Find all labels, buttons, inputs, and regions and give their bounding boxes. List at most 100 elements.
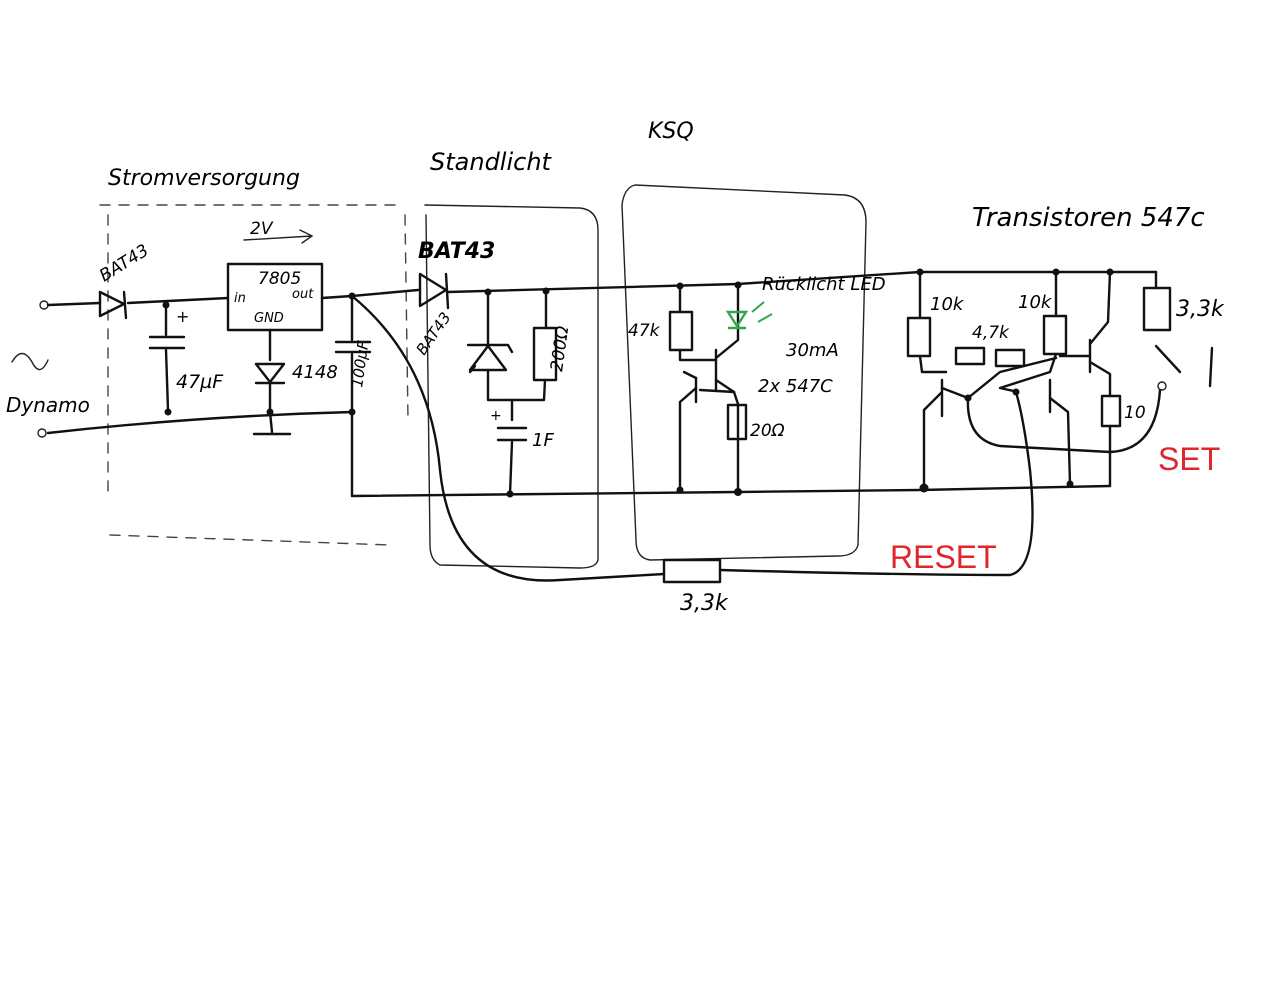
wire-ground-left <box>46 410 354 435</box>
wire-10k-left-bottom <box>918 354 948 374</box>
node-ff-right-ground <box>1066 480 1074 488</box>
diode-bat43-input <box>98 290 126 318</box>
cap1f-label: 1F <box>532 430 554 451</box>
node-ground-cap47 <box>164 408 172 416</box>
node-ground-4148 <box>266 408 274 416</box>
regulator-gnd-label: GND <box>254 311 284 326</box>
node-ground-cap100 <box>348 408 356 416</box>
res33k-top-label: 3,3k <box>1176 297 1225 322</box>
res20-label: 20Ω <box>750 421 785 441</box>
resistor-47k <box>668 310 694 352</box>
led-indicator <box>725 301 773 330</box>
wire-t2-to-t1 <box>698 388 736 394</box>
cap1f-plus: + <box>490 408 502 424</box>
ksq-box <box>621 184 867 561</box>
switch-terminal <box>1157 381 1167 391</box>
res47k-label: 47k <box>628 321 661 341</box>
transistor1-collector <box>714 284 740 360</box>
current-label: 30mA <box>786 340 839 361</box>
switch-contact <box>1208 346 1214 388</box>
res47k-b-label: 4,7k <box>972 323 1010 343</box>
wire-res200-bottom <box>510 378 547 402</box>
wire-main-top <box>446 282 740 294</box>
section-title-power: Stromversorgung <box>108 166 300 191</box>
section-title-transistors: Transistoren 547c <box>972 203 1205 233</box>
standlight-box <box>424 204 599 569</box>
bat43-input-label: BAT43 <box>96 241 152 287</box>
ff-transistor-right-emitter <box>1048 396 1072 486</box>
wire-res47k-bottom <box>678 348 718 362</box>
section-title-ksq: KSQ <box>648 119 694 144</box>
ff-transistor-left-emitter <box>922 390 944 490</box>
bat43-z-label: BAT43 <box>413 309 455 358</box>
regulator-part-label: 7805 <box>258 269 301 289</box>
output-transistor-emitter <box>1088 360 1112 398</box>
wire-cap47-bottom <box>164 348 170 412</box>
wire-to-regulator <box>126 296 230 305</box>
dynamo-input: Dynamo BAT43 <box>6 241 153 438</box>
cap47-plus: + <box>176 307 189 326</box>
ac-symbol <box>11 352 49 371</box>
wire-reg-out <box>320 294 354 300</box>
transistor2-emitter <box>678 386 698 492</box>
res200-label: 200Ω <box>547 325 573 373</box>
resistor-20 <box>726 403 748 441</box>
diode-bat43-input-bar <box>122 290 128 320</box>
ff-cross-2 <box>998 352 1058 394</box>
set-label: SET <box>1158 441 1220 477</box>
resistor-10k-right <box>1042 314 1068 356</box>
zener-hook <box>468 364 477 374</box>
input-terminal-bottom <box>37 428 47 438</box>
res10-label: 10 <box>1124 403 1146 423</box>
res33k-bottom-label: 3,3k <box>680 591 729 616</box>
wire-ground-rail <box>350 484 1112 498</box>
diode-4148-label: 4148 <box>292 362 338 383</box>
power-box-bottom <box>109 534 391 546</box>
wire-zener-bottom <box>486 368 514 422</box>
ksq-section: 47k 20Ω 30mA 2x 547C <box>628 281 839 496</box>
cap47-label: 47µF <box>176 371 224 393</box>
wire-ksq-right <box>732 390 740 492</box>
standlight-section: BAT43 BAT43 200Ω + 1F <box>413 239 740 498</box>
transistor-pair-label: 2x 547C <box>758 376 833 397</box>
res10k-1-label: 10k <box>930 294 965 315</box>
node-ff-left-ground <box>919 483 929 493</box>
wire-input-top <box>46 301 102 307</box>
resistor-47k-b1 <box>954 346 986 366</box>
resistor-10k-left <box>906 316 932 358</box>
resistor-33k-top <box>1142 286 1172 332</box>
wire-reset-left <box>350 294 666 582</box>
diode-bat43-z-bar <box>466 343 514 354</box>
ff-cross-1 <box>940 356 1058 400</box>
resistor-47k-b2 <box>994 348 1026 368</box>
rueckl-led-label: Rücklicht LED <box>762 274 886 295</box>
dynamo-label: Dynamo <box>6 393 90 417</box>
cap100-label: 100µF <box>348 339 372 388</box>
led-icon <box>725 310 749 329</box>
section-title-standlight: Standlicht <box>430 148 553 176</box>
diode-4148 <box>254 362 286 384</box>
transistor1-emitter <box>714 378 736 394</box>
diode-bat43-main-bar <box>444 272 450 310</box>
section-boxes <box>99 184 867 569</box>
wire-cap1f-bottom <box>508 440 514 496</box>
power-supply: + 47µF 7805 in out GND 2V 4148 100µF <box>46 219 373 498</box>
wire-set <box>966 388 1162 454</box>
res10k-2-label: 10k <box>1018 292 1053 313</box>
transistor2-collector <box>682 370 698 380</box>
flipflop-section: 10k 4,7k 10k 10 3,3k <box>906 268 1225 493</box>
voltage-label: 2V <box>250 219 274 239</box>
power-box-right <box>404 214 409 421</box>
reset-loop: 3,3k RESET <box>350 294 1034 616</box>
regulator-out-label: out <box>292 287 314 302</box>
wire-main-to-bat43 <box>350 288 420 298</box>
output-transistor-collector <box>1088 270 1112 346</box>
bat43-main-label: BAT43 <box>418 239 495 264</box>
resistor-10 <box>1100 394 1122 428</box>
voltage-arrow <box>243 229 314 244</box>
diode-bat43-main <box>418 272 448 308</box>
wire-reset-right <box>718 390 1034 577</box>
resistor-33k-bottom <box>662 558 722 584</box>
